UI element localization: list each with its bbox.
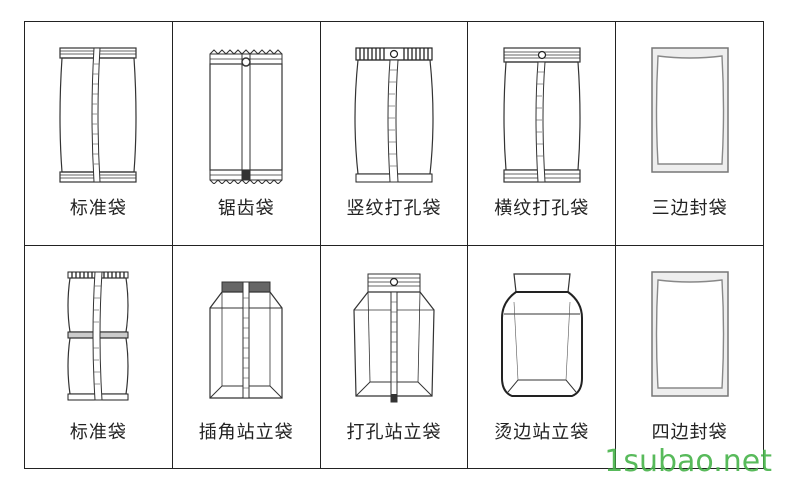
vertical-punch-bag-icon	[354, 47, 434, 183]
bag-label: 竖纹打孔袋	[346, 198, 442, 219]
bag-label: 打孔站立袋	[346, 421, 442, 443]
punch-stand-bag-icon	[353, 273, 435, 402]
bag-label: 标准袋	[69, 421, 127, 443]
gusset-stand-bag-icon	[209, 281, 283, 399]
bag-label: 标准袋	[69, 198, 127, 219]
bag-cell-gusset-stand: 插角站立袋	[172, 245, 321, 469]
bag-label: 锯齿袋	[217, 198, 275, 219]
bag-cell-standard-chain: 标准袋	[25, 245, 173, 469]
standard-bag-icon	[59, 47, 137, 183]
horizontal-punch-bag-icon	[503, 47, 581, 183]
bag-cell-punch-stand: 打孔站立袋	[320, 245, 469, 469]
bag-cell-zigzag: 锯齿袋	[172, 22, 321, 246]
bag-type-grid: 标准袋 锯齿袋	[24, 21, 764, 469]
bag-label: 插角站立袋	[198, 421, 294, 443]
site-watermark: 1subao.net	[604, 444, 772, 479]
standard-chain-bag-icon	[67, 271, 129, 400]
bag-cell-standard: 标准袋	[25, 22, 173, 246]
bag-cell-three-side-seal: 三边封袋	[616, 22, 764, 246]
bag-cell-horizontal-punch: 横纹打孔袋	[468, 22, 617, 246]
bag-cell-hot-edge-stand: 烫边站立袋	[468, 245, 617, 469]
hot-edge-stand-bag-icon	[500, 272, 583, 397]
bag-cell-vertical-punch: 竖纹打孔袋	[320, 22, 469, 246]
bag-cell-four-side-seal: 四边封袋	[616, 245, 764, 469]
bag-label: 四边封袋	[651, 421, 728, 443]
three-side-seal-bag-icon	[650, 47, 729, 173]
bag-label: 烫边站立袋	[494, 421, 590, 443]
bag-label: 横纹打孔袋	[494, 198, 590, 219]
bag-label: 三边封袋	[651, 198, 728, 219]
zigzag-bag-icon	[209, 49, 283, 184]
four-side-seal-bag-icon	[650, 270, 729, 397]
